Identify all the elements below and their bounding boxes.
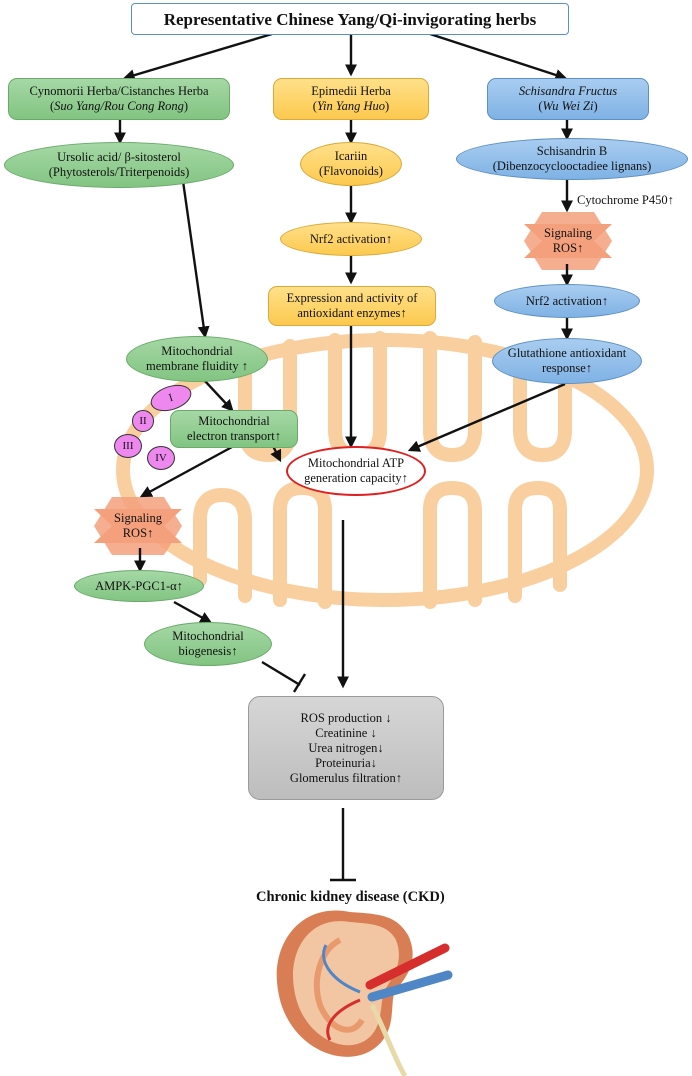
- left-herb-pinyin-text: Suo Yang/Rou Cong Rong: [54, 99, 184, 113]
- biogenesis-ellipse: Mitochondrial biogenesis↑: [144, 622, 272, 666]
- diagram-title: Representative Chinese Yang/Qi-invigorat…: [131, 3, 569, 35]
- electron-transport-line2: electron transport↑: [186, 429, 282, 443]
- left-compound-name: Ursolic acid/ β-sitosterol: [57, 150, 181, 164]
- complex-ii-label: II: [139, 415, 147, 427]
- diagram-title-text: Representative Chinese Yang/Qi-invigorat…: [163, 9, 537, 29]
- outcome-urea: Urea nitrogen↓: [308, 740, 384, 755]
- inhibition-lines: [261, 660, 356, 882]
- kidney-illustration: [276, 910, 453, 1076]
- middle-compound-ellipse: Icariin (Flavonoids): [300, 142, 402, 186]
- right-nrf2-ellipse: Nrf2 activation↑: [494, 284, 640, 318]
- outcome-glomerulus: Glomerulus filtration↑: [289, 770, 403, 785]
- middle-nrf2-ellipse: Nrf2 activation↑: [280, 222, 422, 256]
- right-compound-class: (Dibenzocyclooctadiee lignans): [492, 159, 652, 173]
- arrows: [114, 32, 573, 689]
- antioxidant-enzymes-line2: antioxidant enzymes↑: [297, 306, 407, 320]
- complex-iv-label: IV: [155, 452, 167, 464]
- glutathione-ellipse: Glutathione antioxidant response↑: [492, 338, 642, 384]
- middle-herb-name: Epimedii Herba: [311, 84, 391, 98]
- right-nrf2-text: Nrf2 activation↑: [525, 293, 609, 308]
- biogenesis-line2: biogenesis↑: [178, 644, 238, 658]
- atp-line2: generation capacity↑: [304, 471, 408, 485]
- antioxidant-enzymes-box: Expression and activity of antioxidant e…: [268, 286, 436, 326]
- left-herb-pinyin: (Suo Yang/Rou Cong Rong): [49, 99, 189, 113]
- membrane-fluidity-line1: Mitochondrial: [161, 344, 233, 358]
- complex-ii: II: [132, 410, 154, 432]
- ros-star-right-overlay: [524, 212, 612, 270]
- membrane-fluidity-ellipse: Mitochondrial membrane fluidity ↑: [126, 336, 268, 382]
- antioxidant-enzymes-line1: Expression and activity of: [286, 291, 418, 305]
- ros-star-left-overlay: [94, 497, 182, 555]
- middle-nrf2-text: Nrf2 activation↑: [309, 231, 393, 246]
- disease-label: Chronic kidney disease (CKD): [256, 889, 445, 905]
- membrane-fluidity-line2: membrane fluidity ↑: [145, 359, 249, 373]
- left-ros-line1: Signaling: [114, 511, 162, 525]
- glutathione-line2: response↑: [542, 361, 592, 375]
- glutathione-line1: Glutathione antioxidant: [507, 346, 627, 360]
- middle-herb-pinyin-text: Yin Yang Huo: [316, 99, 386, 113]
- biogenesis-line1: Mitochondrial: [172, 629, 244, 643]
- electron-transport-box: Mitochondrial electron transport↑: [170, 410, 298, 448]
- right-herb-pinyin-text: Wu Wei Zi: [542, 99, 594, 113]
- right-ros-line1: Signaling: [544, 226, 592, 240]
- right-herb-name: Schisandra Fructus: [518, 84, 618, 98]
- left-herb-box: Cynomorii Herba/Cistanches Herba (Suo Ya…: [8, 78, 230, 120]
- middle-compound-name: Icariin: [334, 149, 368, 163]
- outcome-proteinuria: Proteinuria↓: [315, 755, 377, 770]
- atp-line1: Mitochondrial ATP: [307, 456, 405, 470]
- outcome-creatinine: Creatinine ↓: [315, 725, 377, 740]
- middle-herb-box: Epimedii Herba (Yin Yang Huo): [273, 78, 429, 120]
- right-compound-ellipse: Schisandrin B (Dibenzocyclooctadiee lign…: [456, 138, 688, 180]
- outcome-ros: ROS production ↓: [300, 710, 392, 725]
- complex-iv: IV: [147, 446, 175, 470]
- left-herb-name: Cynomorii Herba/Cistanches Herba: [29, 84, 209, 98]
- ampk-ellipse: AMPK-PGC1-α↑: [74, 570, 204, 602]
- right-herb-pinyin: (Wu Wei Zi): [538, 99, 598, 113]
- ampk-text: AMPK-PGC1-α↑: [95, 578, 183, 593]
- right-herb-box: Schisandra Fructus (Wu Wei Zi): [487, 78, 649, 120]
- left-ros-line2: ROS↑: [122, 526, 154, 540]
- complex-iii-label: III: [122, 440, 134, 452]
- right-ros-line2: ROS↑: [552, 241, 584, 255]
- right-compound-name: Schisandrin B: [536, 144, 608, 158]
- complex-i-label: I: [167, 391, 175, 405]
- cytochrome-label: Cytochrome P450↑: [577, 193, 674, 207]
- middle-herb-pinyin: (Yin Yang Huo): [312, 99, 390, 113]
- left-compound-class: (Phytosterols/Triterpenoids): [48, 165, 190, 179]
- atp-capacity-ellipse: Mitochondrial ATP generation capacity↑: [286, 446, 426, 496]
- left-compound-ellipse: Ursolic acid/ β-sitosterol (Phytosterols…: [4, 142, 234, 188]
- outcomes-box: ROS production ↓ Creatinine ↓ Urea nitro…: [248, 696, 444, 800]
- middle-compound-class: (Flavonoids): [319, 164, 383, 178]
- complex-iii: III: [114, 434, 142, 458]
- left-ros-label: Signaling ROS↑: [94, 509, 182, 543]
- right-ros-label: Signaling ROS↑: [524, 224, 612, 258]
- electron-transport-line1: Mitochondrial: [198, 414, 270, 428]
